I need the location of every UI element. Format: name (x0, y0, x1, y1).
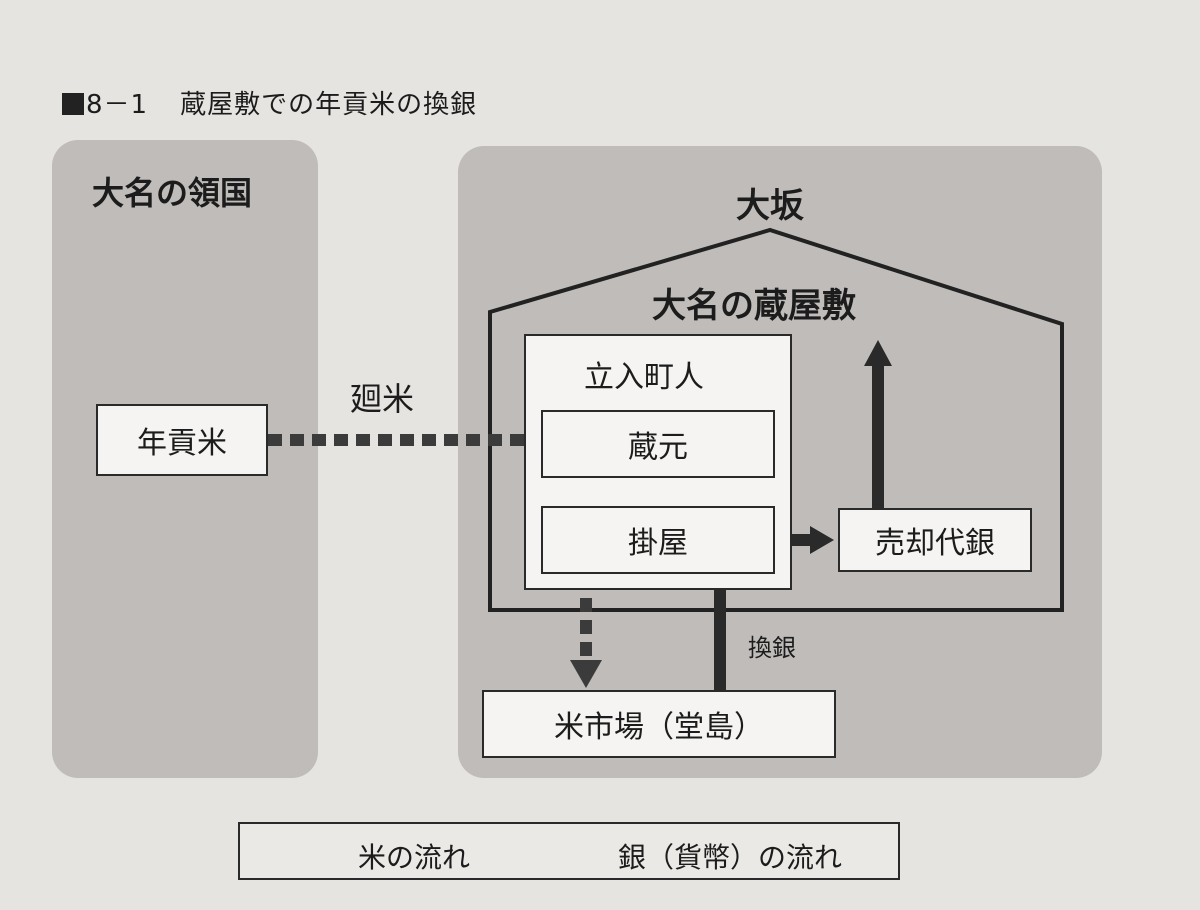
warehouse-label: 大名の蔵屋敷 (652, 286, 856, 326)
rice-market-node: 米市場（堂島） (482, 690, 836, 758)
kaimai-label: 廻米 (350, 380, 415, 418)
silver-flow-up-arrowhead (864, 340, 892, 366)
square-bullet-icon (62, 93, 84, 115)
figure-title-text: 蔵屋敷での年貢米の換銀 (180, 90, 478, 120)
legend: 米の流れ 銀（貨幣）の流れ (238, 822, 900, 880)
nengu-mai-node: 年貢米 (96, 404, 268, 476)
figure-number: 8－1 (86, 90, 149, 120)
kangin-label: 換銀 (748, 634, 796, 662)
kuramoto-node: 蔵元 (541, 410, 775, 478)
legend-silver-flow: 銀（貨幣）の流れ (618, 841, 843, 874)
legend-rice-flow: 米の流れ (358, 841, 471, 874)
merchants-label: 立入町人 (584, 360, 704, 395)
domain-label: 大名の領国 (92, 174, 253, 212)
rice-flow-arrowhead (570, 660, 602, 688)
silver-flow-arrowhead (810, 526, 834, 554)
baikyaku-daigin-node: 売却代銀 (838, 508, 1032, 572)
osaka-label: 大坂 (736, 186, 804, 226)
figure-title: 8－1 蔵屋敷での年貢米の換銀 (62, 84, 477, 121)
kakeya-node: 掛屋 (541, 506, 775, 574)
